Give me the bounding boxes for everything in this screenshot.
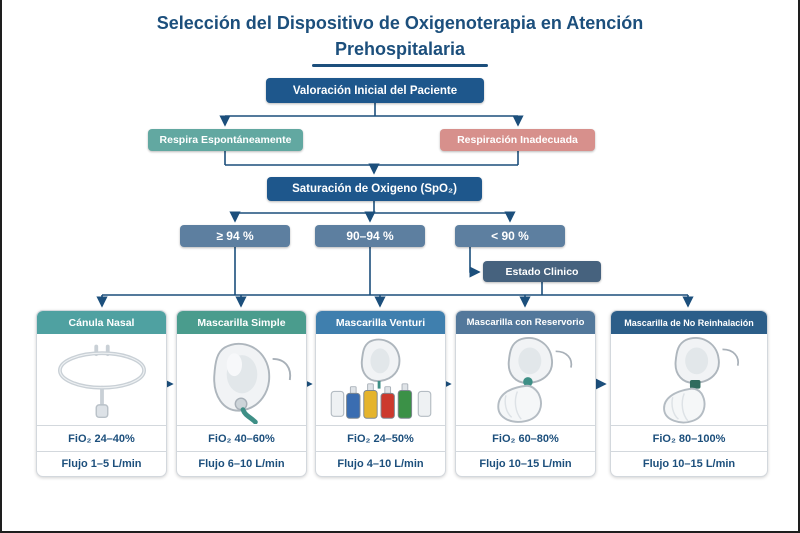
device-card-nasal-cannula: Cánula Nasal FiO₂ 24–40% Flujo 1–5 L/min (36, 310, 167, 477)
simple-mask-icon (177, 334, 306, 425)
device-card-venturi-mask: Mascarilla Venturi (315, 310, 446, 477)
node-oxygen-saturation: Saturación de Oxigeno (SpO₂) (267, 177, 482, 201)
reservoir-mask-icon (456, 334, 595, 425)
page-title-line1: Selección del Dispositivo de Oxigenotera… (156, 13, 644, 33)
device-stats: FiO₂ 80–100% Flujo 10–15 L/min (611, 425, 767, 476)
device-stats: FiO₂ 24–40% Flujo 1–5 L/min (37, 425, 166, 476)
device-fio2: FiO₂ 80–100% (652, 432, 726, 445)
device-card-non-rebreather-mask: Mascarilla de No Reinhalación FiO₂ 80–10… (610, 310, 768, 477)
device-stats: FiO₂ 24–50% Flujo 4–10 L/min (316, 425, 445, 476)
device-card-reservoir-mask: Mascarilla con Reservorio FiO₂ 60–80% Fl… (455, 310, 596, 477)
device-card-header: Cánula Nasal (37, 311, 166, 334)
device-flow: Flujo 10–15 L/min (456, 451, 595, 476)
device-fio2: FiO₂ 60–80% (492, 432, 559, 445)
device-fio2: FiO₂ 40–60% (208, 432, 275, 445)
node-inadequate-breathing: Respiración Inadecuada (440, 129, 595, 151)
device-flow: Flujo 6–10 L/min (177, 451, 306, 476)
right-edge-bar (798, 0, 800, 533)
node-sat-low: < 90 % (455, 225, 565, 247)
device-flow: Flujo 10–15 L/min (611, 451, 767, 476)
node-initial-assessment: Valoración Inicial del Paciente (266, 78, 484, 103)
device-stats: FiO₂ 40–60% Flujo 6–10 L/min (177, 425, 306, 476)
node-sat-mid: 90–94 % (315, 225, 425, 247)
page-title-line2: Prehospitalaria (334, 38, 466, 59)
non-rebreather-mask-icon (611, 334, 767, 425)
bottom-edge-bar (0, 531, 800, 533)
title-underline (312, 64, 488, 67)
node-spontaneous-breathing: Respira Espontáneamente (148, 129, 303, 151)
device-card-header: Mascarilla de No Reinhalación (611, 311, 767, 334)
device-card-header: Mascarilla Venturi (316, 311, 445, 334)
node-sat-high: ≥ 94 % (180, 225, 290, 247)
device-card-header: Mascarilla Simple (177, 311, 306, 334)
device-fio2: FiO₂ 24–50% (347, 432, 414, 445)
page-title: Selección del Dispositivo de Oxigenotera… (0, 11, 800, 62)
venturi-mask-icon (316, 334, 445, 425)
device-fio2: FiO₂ 24–40% (68, 432, 135, 445)
left-edge-bar (0, 0, 2, 533)
device-card-simple-mask: Mascarilla Simple FiO₂ 40–60% Flujo 6–10… (176, 310, 307, 477)
device-flow: Flujo 1–5 L/min (37, 451, 166, 476)
device-flow: Flujo 4–10 L/min (316, 451, 445, 476)
node-clinical-status: Estado Clinico (483, 261, 601, 282)
device-card-header: Mascarilla con Reservorio (456, 311, 595, 334)
nasal-cannula-icon (37, 334, 166, 425)
device-stats: FiO₂ 60–80% Flujo 10–15 L/min (456, 425, 595, 476)
